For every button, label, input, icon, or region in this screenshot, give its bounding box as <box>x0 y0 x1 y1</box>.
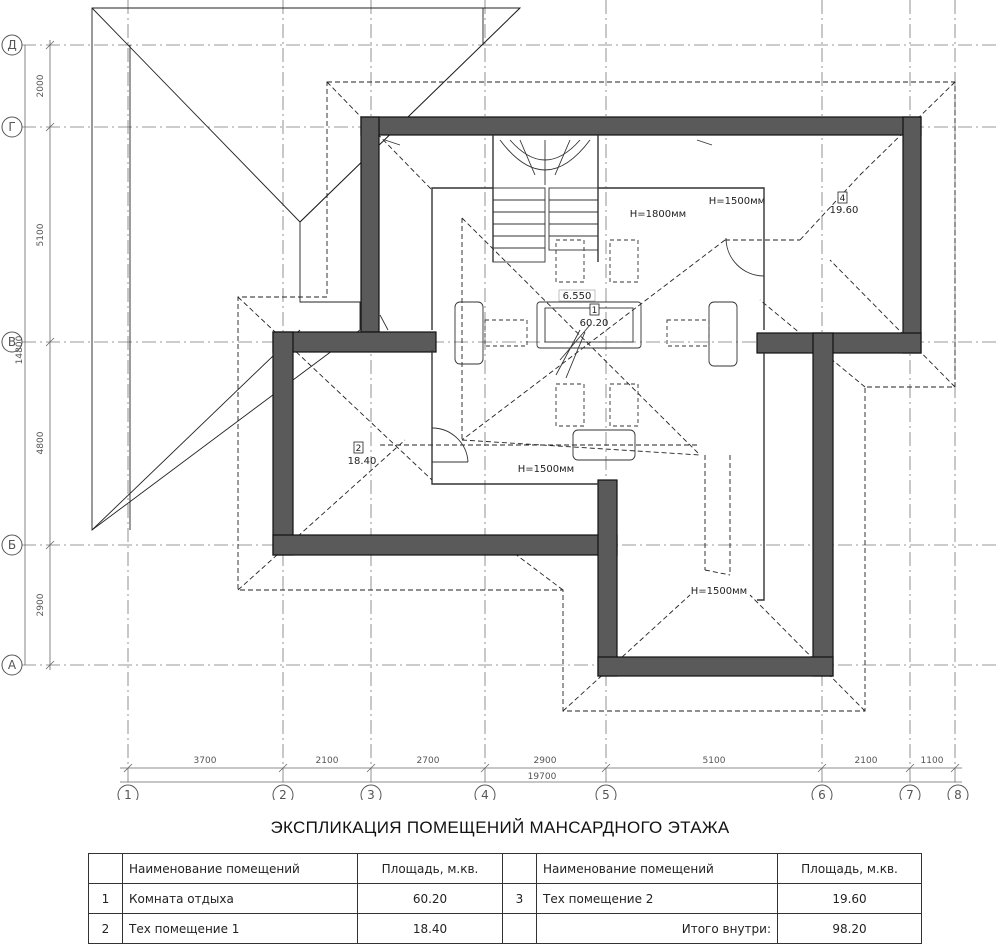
height-notes: 6.550 H=1500мм H=1800мм H=1500мм H=1500м… <box>518 196 765 597</box>
room-4-number: 4 <box>840 194 846 204</box>
dim-h-2100a: 2100 <box>316 756 339 766</box>
table-header-row: Наименование помещений Площадь, м.кв. На… <box>88 853 922 884</box>
col-axis-2: 2 <box>279 788 287 800</box>
row-area-2: 19.60 <box>777 883 922 914</box>
lower-roof-left <box>91 7 522 531</box>
header-area-2: Площадь, м.кв. <box>777 853 922 884</box>
vertical-dimension-line <box>24 40 55 670</box>
room-2-number: 2 <box>356 444 362 454</box>
dim-v-2000: 2000 <box>36 74 46 97</box>
header-num-1 <box>88 853 123 884</box>
sofa <box>572 429 636 461</box>
row-axis-g: Г <box>8 120 15 134</box>
door-arcs <box>379 139 765 463</box>
floor-plan: Д Г В Б А 1 2 3 4 5 6 7 8 2000 5100 1480… <box>1 0 1000 800</box>
col-axis-5: 5 <box>602 788 610 800</box>
height-note-mid: H=1800мм <box>630 209 686 220</box>
furniture <box>454 239 738 461</box>
level-mark: 6.550 <box>563 291 592 302</box>
row-axis-b: Б <box>8 538 16 552</box>
row-area: 18.40 <box>357 913 503 944</box>
row-num: 1 <box>88 883 123 914</box>
height-note-top: H=1500мм <box>709 196 765 207</box>
table-row: 1 Комната отдыха 60.20 3 Тех помещение 2… <box>88 883 922 914</box>
row-area: 60.20 <box>357 883 503 914</box>
row-num-2 <box>502 913 537 944</box>
row-name-2: Тех помещение 2 <box>536 883 778 914</box>
dim-v-4800: 4800 <box>36 431 46 454</box>
room-4-area: 19.60 <box>830 205 859 216</box>
row-axis-d: Д <box>7 38 16 52</box>
room-1-number: 1 <box>592 306 598 316</box>
dim-h-1100: 1100 <box>921 756 944 766</box>
explication-table: Наименование помещений Площадь, м.кв. На… <box>88 853 922 944</box>
room-1-area: 60.20 <box>580 318 609 329</box>
row-axis-v: В <box>8 335 16 349</box>
row-axis-markers: Д Г В Б А <box>1 34 23 676</box>
row-num: 2 <box>88 913 123 944</box>
row-name: Комната отдыха <box>122 883 358 914</box>
col-axis-8: 8 <box>954 788 962 800</box>
total-label: Итого внутри: <box>536 913 778 944</box>
column-axis-markers: 1 2 3 4 5 6 7 8 <box>117 784 969 800</box>
header-name-2: Наименование помещений <box>536 853 778 884</box>
row-axis-a: А <box>8 658 17 672</box>
staircase <box>492 139 599 263</box>
dim-h-3700: 3700 <box>194 756 217 766</box>
exterior-walls <box>272 116 922 677</box>
roof-outline-dashed <box>237 81 956 712</box>
dim-h-2700: 2700 <box>417 756 440 766</box>
room-2-area: 18.40 <box>348 456 377 467</box>
col-axis-6: 6 <box>818 788 826 800</box>
header-area-1: Площадь, м.кв. <box>357 853 503 884</box>
table-row: 2 Тех помещение 1 18.40 Итого внутри: 98… <box>88 913 922 944</box>
dim-v-5100: 5100 <box>36 223 46 246</box>
armchair-left <box>454 301 484 365</box>
row-num-2: 3 <box>502 883 537 914</box>
billiard-table <box>536 301 642 349</box>
total-area: 98.20 <box>777 913 922 944</box>
dim-h-2100b: 2100 <box>855 756 878 766</box>
dim-h-2900: 2900 <box>534 756 557 766</box>
explication-title: ЭКСПЛИКАЦИЯ ПОМЕЩЕНИЙ МАНСАРДНОГО ЭТАЖА <box>270 818 730 837</box>
header-name-1: Наименование помещений <box>122 853 358 884</box>
row-name: Тех помещение 1 <box>122 913 358 944</box>
header-num-2 <box>502 853 537 884</box>
room-labels: 1 60.20 2 18.40 4 19.60 <box>348 191 859 467</box>
dim-h-total: 19700 <box>528 772 557 782</box>
dim-v-2900: 2900 <box>36 593 46 616</box>
col-axis-1: 1 <box>124 788 132 800</box>
armchair-right <box>708 301 738 367</box>
dim-v-14800: 14800 <box>15 335 25 364</box>
horizontal-dimension-line <box>120 763 962 783</box>
height-note-bottom: H=1500мм <box>518 464 574 475</box>
col-axis-7: 7 <box>906 788 914 800</box>
dim-h-5100: 5100 <box>703 756 726 766</box>
col-axis-3: 3 <box>367 788 375 800</box>
height-note-right: H=1500мм <box>691 586 747 597</box>
col-axis-4: 4 <box>481 788 489 800</box>
